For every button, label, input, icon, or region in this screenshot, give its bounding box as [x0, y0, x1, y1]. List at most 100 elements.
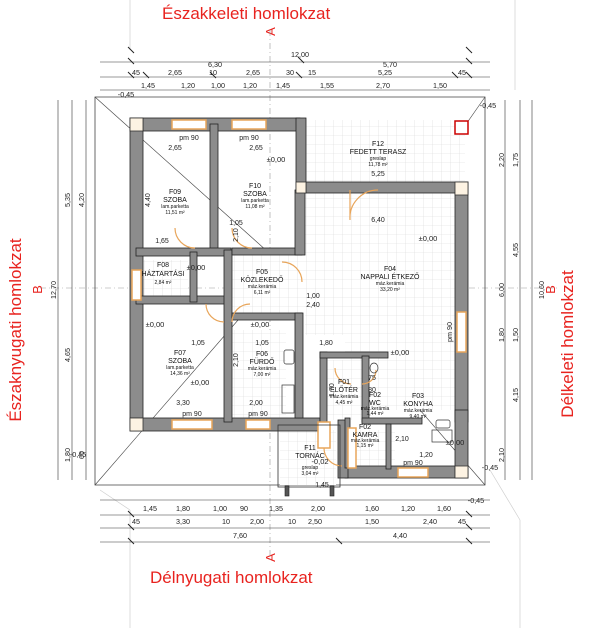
- plan-text: 1,45: [315, 482, 329, 489]
- plan-text: 2,40: [306, 302, 320, 309]
- room-f02-kamra: F02 KAMRA máz.kerámia 1,15 m²: [351, 424, 380, 449]
- plan-text: 10: [222, 517, 230, 526]
- plan-text: 1,05: [229, 220, 243, 227]
- plan-text: 1,60: [365, 504, 379, 513]
- plan-text: 1,20: [401, 504, 415, 513]
- plan-text: SZOBA: [168, 358, 192, 365]
- plan-text: KÖZLEKEDŐ: [241, 275, 284, 284]
- plan-text: 1,80: [176, 504, 190, 513]
- plan-text: 1,45: [276, 81, 290, 90]
- plan-text: 4,40: [145, 193, 152, 207]
- plan-text: pm 90: [445, 322, 454, 342]
- windows: [131, 119, 467, 478]
- window-label: pm 90: [179, 135, 199, 142]
- plan-text: 1,45: [143, 504, 157, 513]
- plan-text: máz.kerámia: [361, 406, 390, 412]
- plan-text: HÁZTARTÁSI: [142, 269, 185, 278]
- plan-text: 1,80: [497, 328, 506, 342]
- level-marker: ±0,00: [187, 263, 206, 272]
- plan-text: 6,00: [497, 283, 506, 297]
- plan-text: 1,80: [63, 448, 72, 462]
- plan-text: 1,50: [433, 81, 447, 90]
- plan-text: 9,40 m²: [410, 414, 427, 420]
- plan-text: 75: [368, 375, 376, 382]
- plan-text: lam.parketta: [241, 198, 269, 204]
- plan-text: 1,05: [255, 340, 269, 347]
- plan-text: 5,25: [371, 171, 385, 178]
- plan-text: 10: [288, 517, 296, 526]
- plan-text: 3,04 m²: [302, 471, 319, 477]
- plan-text: 45: [132, 517, 140, 526]
- plan-text: 1,00: [211, 81, 225, 90]
- plan-text: 2,84 m²: [155, 280, 172, 286]
- terrace-column: [454, 120, 469, 135]
- plan-text: 12,70: [49, 281, 58, 299]
- plan-text: 2,10: [233, 228, 240, 242]
- plan-text: F03: [412, 393, 424, 400]
- plan-text: 2,65: [168, 68, 182, 77]
- plan-text: máz.kerámia: [376, 281, 405, 287]
- plan-text: F09: [169, 189, 181, 196]
- plan-text: -0,45: [70, 450, 86, 459]
- plan-text: 1,60: [437, 504, 451, 513]
- plan-text: 1,35: [269, 504, 283, 513]
- level-marker: ±0,00: [446, 438, 465, 447]
- plan-text: 1,65: [155, 238, 169, 245]
- plan-text: SZOBA: [243, 191, 267, 198]
- plan-text: -0,45: [468, 496, 484, 505]
- plan-text: TORNÁC: [295, 451, 324, 460]
- level-marker: ±0,00: [391, 348, 410, 357]
- room-f10: F10 SZOBA lam.parketta 11,08 m²: [241, 183, 269, 210]
- plan-text: F08: [157, 262, 169, 269]
- plan-text: 2,65: [246, 68, 260, 77]
- plan-text: F04: [384, 266, 396, 273]
- plan-text: 33,20 m²: [380, 287, 400, 293]
- plan-text: WC: [369, 400, 381, 407]
- plan-text: 6,11 m²: [254, 290, 271, 296]
- level-marker: ±0,00: [267, 155, 286, 164]
- plan-text: 4,15: [511, 388, 520, 402]
- plan-text: máz.kerámia: [404, 408, 433, 414]
- plan-text: 5,35: [63, 193, 72, 207]
- plan-text: 1,00: [306, 293, 320, 300]
- plan-text: 1,20: [243, 81, 257, 90]
- plan-text: 2,70: [376, 81, 390, 90]
- plan-text: 90: [240, 504, 248, 513]
- plan-text: 1,80: [319, 340, 333, 347]
- plan-text: F12: [372, 141, 384, 148]
- plan-text: 4,40: [393, 531, 407, 540]
- plan-text: FÜRDŐ: [250, 357, 275, 366]
- plan-text: 1,20: [419, 452, 433, 459]
- plan-text: 7,60: [233, 531, 247, 540]
- doors: [174, 189, 379, 467]
- plan-text: 2,50: [308, 517, 322, 526]
- plan-text: greslap: [302, 465, 319, 471]
- window-label: pm 90: [248, 411, 268, 418]
- plan-text: NAPPALI ÉTKEZŐ: [361, 272, 421, 281]
- plan-text: F02: [359, 424, 371, 431]
- plan-text: KONYHA: [403, 401, 433, 408]
- plan-text: F01: [338, 379, 350, 386]
- plan-text: F02: [369, 392, 381, 399]
- plan-text: 3,30: [176, 400, 190, 407]
- plan-text: 45: [458, 68, 466, 77]
- plan-text: 1,00: [213, 504, 227, 513]
- plan-text: máz.kerámia: [248, 366, 277, 372]
- room-f12: F12 FEDETT TERASZ greslap 11,78 m²: [350, 141, 407, 168]
- plan-text: F05: [256, 269, 268, 276]
- plan-text: 4,65: [63, 348, 72, 362]
- plan-text: 1,15 m²: [357, 443, 374, 449]
- plan-text: 7,00 m²: [254, 372, 271, 378]
- room-f06: F06 FÜRDŐ máz.kerámia 7,00 m²: [248, 351, 277, 378]
- room-f02-wc: F02 WC máz.kerámia 1,44 m²: [361, 392, 390, 417]
- room-f05: F05 KÖZLEKEDŐ máz.kerámia 6,11 m²: [241, 269, 284, 296]
- plan-text: -0,45: [118, 90, 134, 99]
- plan-text: máz.kerámia: [248, 284, 277, 290]
- room-f01: F01 ELŐTÉR máz.kerámia 4,45 m²: [330, 379, 359, 406]
- plan-text: 1,50: [365, 517, 379, 526]
- plan-text: 2,10: [233, 353, 240, 367]
- plan-text: 45: [458, 517, 466, 526]
- elevation-label-bottom: Délnyugati homlokzat: [150, 568, 313, 587]
- level-marker: ±0,00: [146, 320, 165, 329]
